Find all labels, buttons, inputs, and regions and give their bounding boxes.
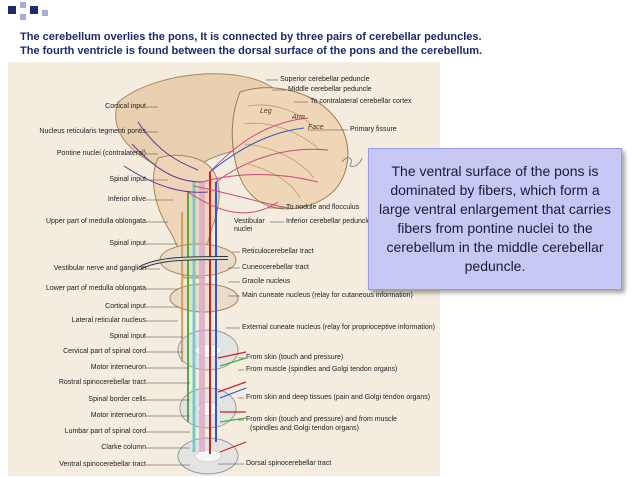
cerebellar-folia: [243, 104, 321, 199]
blue-fiber-fan: [209, 127, 305, 173]
label-spinal-input-1: Spinal input: [109, 176, 146, 183]
label-from-skin-2: From skin (touch and pressure) and from …: [246, 416, 397, 423]
label-pontine-nuclei: Pontine nuclei (contralateral): [56, 150, 146, 157]
label-primary-fissure: Primary fissure: [350, 126, 397, 133]
label-spinal-border-cells: Spinal border cells: [88, 396, 146, 403]
decor-square-4: [42, 10, 48, 16]
label-superior-peduncle: Superior cerebellar peduncle: [280, 76, 370, 83]
label-lumbar-cord: Lumbar part of spinal cord: [64, 428, 146, 435]
right-leader-lines: [218, 79, 348, 465]
label-clarke-column: Clarke column: [101, 444, 146, 451]
lobe-label-arm: Arm: [292, 114, 305, 121]
heading-line-2: The fourth ventricle is found between th…: [20, 45, 483, 57]
label-cuneocerebellar: Cuneocerebellar tract: [242, 264, 309, 271]
label-ventral-spinocerebellar: Ventral spinocerebellar tract: [59, 461, 146, 468]
figure-drawing: [115, 73, 363, 475]
label-cervical-cord: Cervical part of spinal cord: [63, 348, 146, 355]
label-gracile-nucleus: Gracile nucleus: [242, 278, 291, 285]
sensory-input-blue: [219, 387, 247, 399]
cortical-input-fibers: [123, 121, 209, 193]
label-spinal-input-2: Spinal input: [109, 240, 146, 247]
callout-box: The ventral surface of the pons is domin…: [368, 148, 622, 290]
label-vestibular-nuclei: Vestibular nuclei: [234, 218, 265, 233]
artist-signature: [341, 157, 363, 167]
label-cortical-input-1: Cortical input: [105, 103, 146, 110]
heading-line-1: The cerebellum overlies the pons, It is …: [20, 31, 482, 43]
decor-square-1: [8, 6, 16, 14]
left-leader-lines: [146, 106, 190, 466]
decor-square-2: [20, 2, 26, 8]
lobe-label-face: Face: [308, 124, 324, 131]
label-from-skin-deep: From skin and deep tissues (pain and Gol…: [246, 394, 431, 401]
label-nodule-flocculus: To nodule and flocculus: [286, 204, 360, 211]
label-motor-interneuron-1: Motor interneuron: [90, 364, 146, 371]
label-inferior-olive: Inferior olive: [107, 196, 146, 203]
sensory-input-green: [219, 357, 247, 423]
label-motor-interneuron-2: Motor interneuron: [90, 412, 146, 419]
peduncle-fibers: [187, 117, 329, 214]
slide-heading: The cerebellum overlies the pons, It is …: [20, 30, 630, 58]
vestibular-nerve-core: [139, 257, 229, 269]
label-from-muscle: From muscle (spindles and Golgi tendon o…: [246, 366, 398, 373]
label-rostral-spinocerebellar: Rostral spinocerebellar tract: [58, 379, 146, 386]
sensory-input-red: [217, 351, 247, 453]
decor-square-5: [20, 14, 26, 20]
label-vestibular-nerve: Vestibular nerve and ganglion: [53, 265, 146, 272]
callout-text: The ventral surface of the pons is domin…: [379, 163, 611, 274]
decor-square-3: [30, 6, 38, 14]
label-external-cuneate: External cuneate nucleus (relay for prop…: [242, 324, 435, 331]
lobe-label-leg: Leg: [260, 108, 272, 115]
cerebellum-shape: [231, 87, 349, 210]
label-nucleus-reticularis: Nucleus reticularis tegmenti pontis: [39, 128, 146, 135]
label-reticulocerebellar: Reticulocerebellar tract: [242, 248, 314, 255]
label-main-cuneate: Main cuneate nucleus (relay for cutaneou…: [242, 292, 413, 299]
label-from-skin-1: From skin (touch and pressure): [246, 354, 344, 361]
label-inferior-peduncle: Inferior cerebellar peduncle: [286, 218, 371, 225]
label-cortical-input-2: Cortical input: [105, 303, 146, 310]
label-upper-medulla: Upper part of medulla oblongata: [45, 218, 146, 225]
label-lateral-reticular: Lateral reticular nucleus: [71, 317, 146, 324]
label-middle-peduncle: Middle cerebellar peduncle: [288, 86, 372, 93]
label-spindles-golgi: (spindles and Golgi tendon organs): [250, 425, 359, 432]
label-lower-medulla: Lower part of medulla oblongata: [45, 285, 146, 292]
label-contralateral-cortex: To contralateral cerebellar cortex: [310, 98, 412, 105]
label-spinal-input-3: Spinal input: [109, 333, 146, 340]
label-dorsal-spinocerebellar: Dorsal spinocerebellar tract: [246, 460, 332, 467]
